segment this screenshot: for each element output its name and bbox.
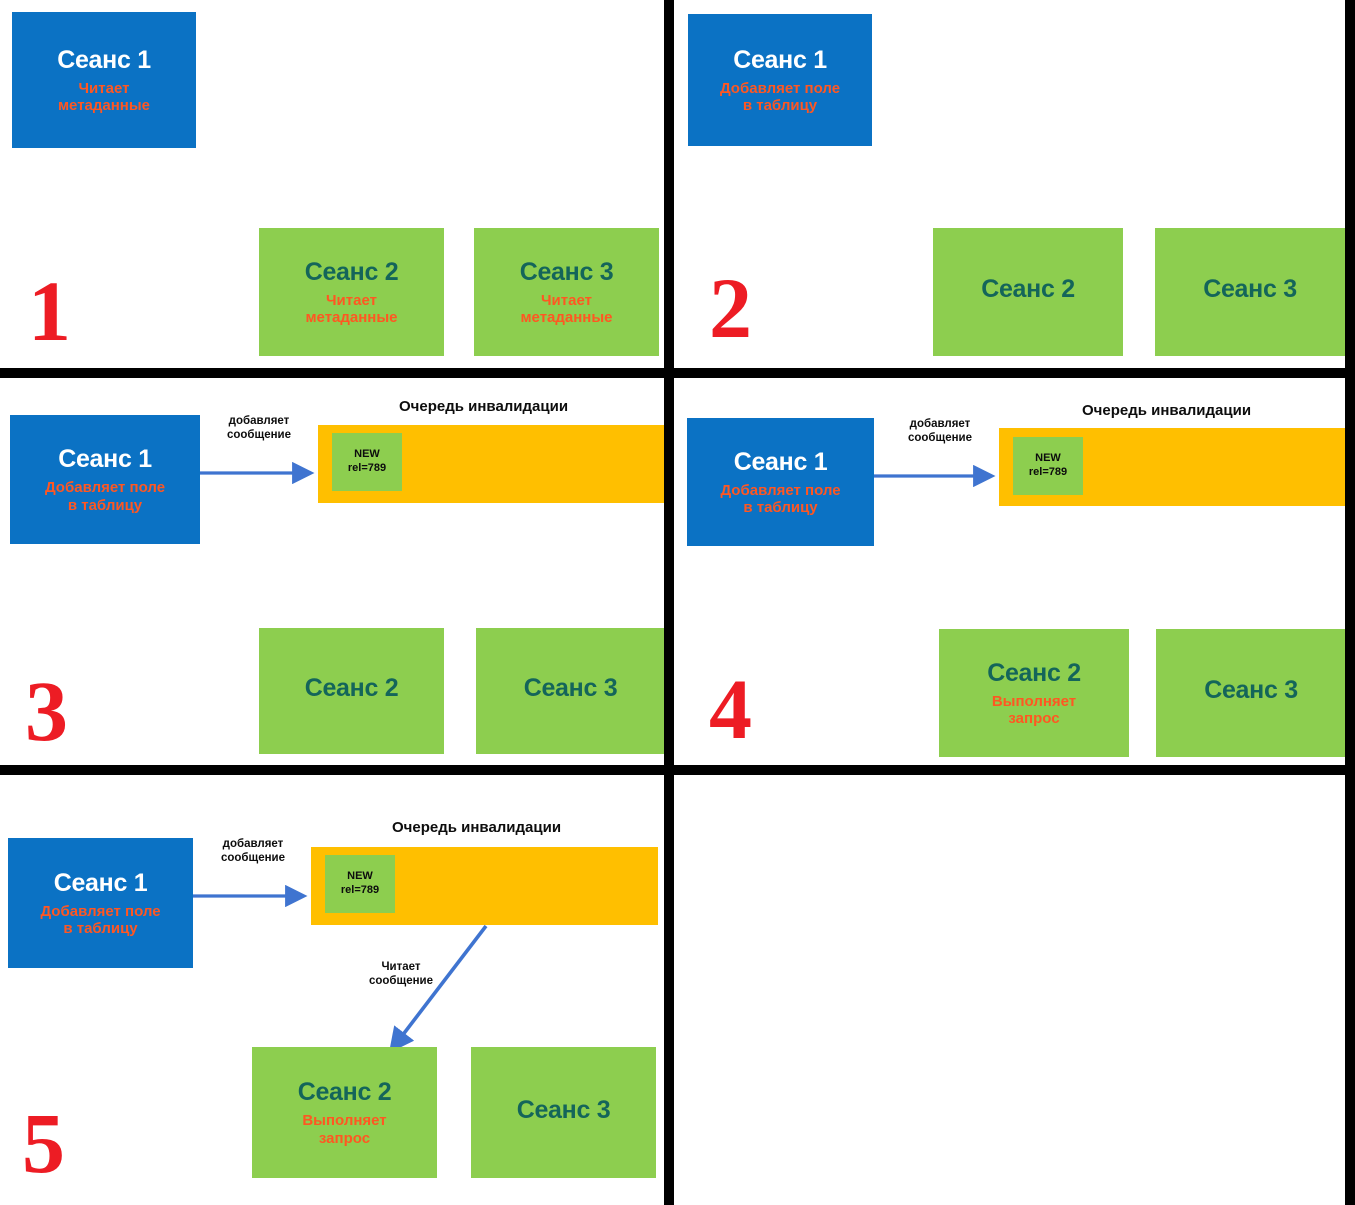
session1-box: Сеанс 1 Добавляет поле в таблицу xyxy=(10,415,200,544)
session1-status: Добавляет поле в таблицу xyxy=(720,481,841,516)
arrow-label-adds-message: добавляет сообщение xyxy=(226,415,292,442)
session3-box: Сеанс 3 xyxy=(1156,629,1345,757)
queue-message-line2: rel=789 xyxy=(1028,466,1068,478)
step-number-2: 2 xyxy=(709,260,752,356)
divider-vertical-right-edge xyxy=(1345,0,1355,1205)
arrow-label-adds-message: добавляет сообщение xyxy=(907,418,973,445)
session1-title: Сеанс 1 xyxy=(733,45,827,74)
session1-status: Добавляет поле в таблицу xyxy=(40,902,161,937)
step-number-3: 3 xyxy=(25,663,68,759)
session3-title: Сеанс 3 xyxy=(523,674,618,702)
arrow-session1-to-queue xyxy=(874,464,996,488)
session2-title: Сеанс 2 xyxy=(304,674,399,702)
session3-title: Сеанс 3 xyxy=(519,257,614,286)
session2-title: Сеанс 2 xyxy=(987,658,1081,687)
session1-box: Сеанс 1 Добавляет поле в таблицу xyxy=(8,838,193,968)
step-number-4: 4 xyxy=(709,661,752,757)
panel-step-4: 4 Сеанс 1 Добавляет поле в таблицу Очере… xyxy=(674,378,1345,765)
queue-title: Очередь инвалидации xyxy=(392,819,562,836)
session3-box: Сеанс 3 Читает метаданные xyxy=(474,228,659,356)
arrow-label-reads-message: Читает сообщение xyxy=(368,961,434,988)
session3-box: Сеанс 3 xyxy=(1155,228,1345,356)
step-number-5: 5 xyxy=(22,1095,65,1191)
arrow-queue-to-session2 xyxy=(388,924,488,1054)
session2-status: Выполняет запрос xyxy=(302,1112,387,1147)
divider-vertical-top xyxy=(664,0,674,368)
session2-box: Сеанс 2 Выполняет запрос xyxy=(252,1047,437,1178)
session2-box: Сеанс 2 Читает метаданные xyxy=(259,228,444,356)
session1-status: Добавляет поле в таблицу xyxy=(719,79,841,114)
step-number-1: 1 xyxy=(28,263,71,359)
session1-box: Сеанс 1 Добавляет поле в таблицу xyxy=(687,418,874,546)
queue-message-line2: rel=789 xyxy=(347,462,387,474)
queue-message-line1: NEW xyxy=(347,870,373,883)
divider-horizontal-1 xyxy=(0,368,1355,378)
session3-box: Сеанс 3 xyxy=(476,628,664,754)
session3-box: Сеанс 3 xyxy=(471,1047,656,1178)
session2-box: Сеанс 2 xyxy=(259,628,444,754)
arrow-session1-to-queue xyxy=(193,884,308,908)
queue-title: Очередь инвалидации xyxy=(399,398,569,415)
queue-message-new: NEW rel=789 xyxy=(1013,437,1083,495)
panel-step-2: 2 Сеанс 1 Добавляет поле в таблицу Сеанс… xyxy=(674,0,1345,368)
queue-message-new: NEW rel=789 xyxy=(332,433,402,491)
queue-message-new: NEW rel=789 xyxy=(325,855,395,913)
session1-title: Сеанс 1 xyxy=(733,447,828,476)
queue-message-line1: NEW xyxy=(354,448,380,461)
session1-status: Добавляет поле в таблицу xyxy=(44,479,166,514)
session1-title: Сеанс 1 xyxy=(57,45,151,74)
session2-box: Сеанс 2 Выполняет запрос xyxy=(939,629,1129,757)
session2-title: Сеанс 2 xyxy=(304,257,399,286)
session2-title: Сеанс 2 xyxy=(297,1078,392,1107)
panel-step-5: 5 Сеанс 1 Добавляет поле в таблицу Очере… xyxy=(0,775,664,1205)
session2-status: Выполняет запрос xyxy=(991,692,1077,727)
session1-title: Сеанс 1 xyxy=(58,445,152,474)
divider-horizontal-2 xyxy=(0,765,1355,775)
session1-title: Сеанс 1 xyxy=(53,868,148,897)
queue-title: Очередь инвалидации xyxy=(1082,402,1252,419)
panel-step-3: 3 Сеанс 1 Добавляет поле в таблицу Очере… xyxy=(0,378,664,765)
session1-status: Читает метаданные xyxy=(57,79,151,114)
divider-vertical-middle xyxy=(664,378,674,765)
session3-title: Сеанс 3 xyxy=(1204,676,1298,704)
panel-step-1: 1 Сеанс 1 Читает метаданные Сеанс 2 Чита… xyxy=(0,0,664,368)
session3-title: Сеанс 3 xyxy=(516,1095,611,1124)
arrow-session1-to-queue xyxy=(200,461,315,485)
queue-message-line1: NEW xyxy=(1035,452,1061,465)
session2-title: Сеанс 2 xyxy=(981,275,1075,303)
panel-empty xyxy=(674,775,1345,1205)
session2-box: Сеанс 2 xyxy=(933,228,1123,356)
arrow-label-adds-message: добавляет сообщение xyxy=(220,838,286,865)
divider-vertical-bottom xyxy=(664,775,674,1205)
session2-status: Читает метаданные xyxy=(305,291,398,326)
session3-title: Сеанс 3 xyxy=(1203,275,1297,303)
session1-box: Сеанс 1 Читает метаданные xyxy=(12,12,196,148)
session3-status: Читает метаданные xyxy=(520,291,613,326)
session1-box: Сеанс 1 Добавляет поле в таблицу xyxy=(688,14,872,146)
queue-message-line2: rel=789 xyxy=(340,884,380,896)
